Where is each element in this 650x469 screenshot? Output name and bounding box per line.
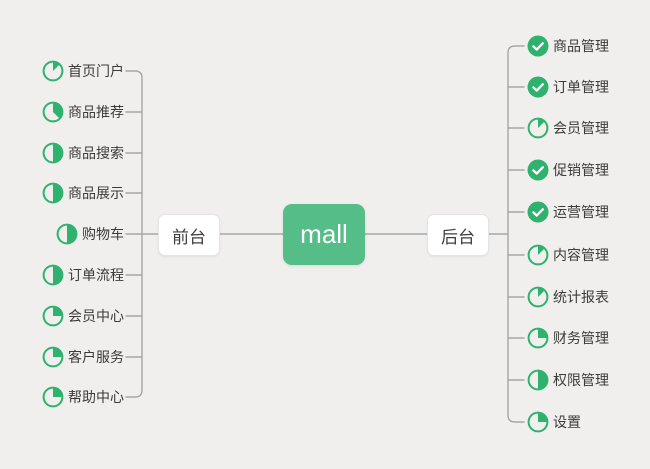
topic-row-left-8[interactable]: 帮助中心 [42, 386, 124, 408]
topic-row-left-3[interactable]: 商品展示 [42, 182, 124, 204]
topic-row-right-9[interactable]: 设置 [527, 411, 581, 433]
topic-label: 商品管理 [553, 38, 609, 54]
task-progress-icon [527, 117, 549, 139]
topic-label: 首页门户 [68, 63, 124, 79]
branch-node-frontend[interactable]: 前台 [158, 214, 220, 256]
topic-label: 会员管理 [553, 120, 609, 136]
topic-row-right-6[interactable]: 统计报表 [527, 286, 609, 308]
topic-label: 设置 [553, 414, 581, 430]
topic-label: 内容管理 [553, 247, 609, 263]
task-progress-icon [527, 369, 549, 391]
task-progress-icon [527, 327, 549, 349]
topic-label: 订单管理 [553, 79, 609, 95]
task-progress-icon [42, 101, 64, 123]
task-progress-icon [42, 60, 64, 82]
task-progress-icon [42, 264, 64, 286]
task-done-icon [527, 76, 549, 98]
topic-label: 运营管理 [553, 204, 609, 220]
topic-label: 统计报表 [553, 289, 609, 305]
topic-row-left-4[interactable]: 购物车 [56, 223, 124, 245]
topic-label: 财务管理 [553, 330, 609, 346]
branch-node-frontend-label: 前台 [172, 227, 206, 247]
topic-row-right-8[interactable]: 权限管理 [527, 369, 609, 391]
topic-label: 商品展示 [68, 185, 124, 201]
task-progress-icon [42, 142, 64, 164]
topic-row-left-7[interactable]: 客户服务 [42, 346, 124, 368]
topic-row-left-5[interactable]: 订单流程 [42, 264, 124, 286]
topic-row-right-3[interactable]: 促销管理 [527, 159, 609, 181]
topic-label: 商品推荐 [68, 104, 124, 120]
task-done-icon [527, 201, 549, 223]
topic-row-right-1[interactable]: 订单管理 [527, 76, 609, 98]
topic-row-right-0[interactable]: 商品管理 [527, 35, 609, 57]
topic-label: 帮助中心 [68, 389, 124, 405]
task-progress-icon [42, 305, 64, 327]
topic-label: 订单流程 [68, 267, 124, 283]
topic-row-left-0[interactable]: 首页门户 [42, 60, 124, 82]
topic-row-right-5[interactable]: 内容管理 [527, 244, 609, 266]
topic-label: 会员中心 [68, 308, 124, 324]
topic-label: 购物车 [82, 226, 124, 242]
topic-row-right-7[interactable]: 财务管理 [527, 327, 609, 349]
topic-row-left-6[interactable]: 会员中心 [42, 305, 124, 327]
topic-label: 促销管理 [553, 162, 609, 178]
task-progress-icon [56, 223, 78, 245]
task-done-icon [527, 35, 549, 57]
task-progress-icon [527, 244, 549, 266]
task-progress-icon [527, 411, 549, 433]
branch-node-backend[interactable]: 后台 [427, 214, 489, 256]
task-progress-icon [42, 346, 64, 368]
task-progress-icon [42, 182, 64, 204]
topic-label: 商品搜索 [68, 145, 124, 161]
task-progress-icon [527, 286, 549, 308]
topic-row-left-1[interactable]: 商品推荐 [42, 101, 124, 123]
topic-row-right-4[interactable]: 运营管理 [527, 201, 609, 223]
topic-row-right-2[interactable]: 会员管理 [527, 117, 609, 139]
topic-row-left-2[interactable]: 商品搜索 [42, 142, 124, 164]
topic-label: 权限管理 [553, 372, 609, 388]
task-done-icon [527, 159, 549, 181]
branch-node-backend-label: 后台 [441, 227, 475, 247]
center-node-mall-label: mall [300, 219, 348, 249]
topic-label: 客户服务 [68, 349, 124, 365]
center-node-mall[interactable]: mall [283, 204, 365, 265]
task-progress-icon [42, 386, 64, 408]
